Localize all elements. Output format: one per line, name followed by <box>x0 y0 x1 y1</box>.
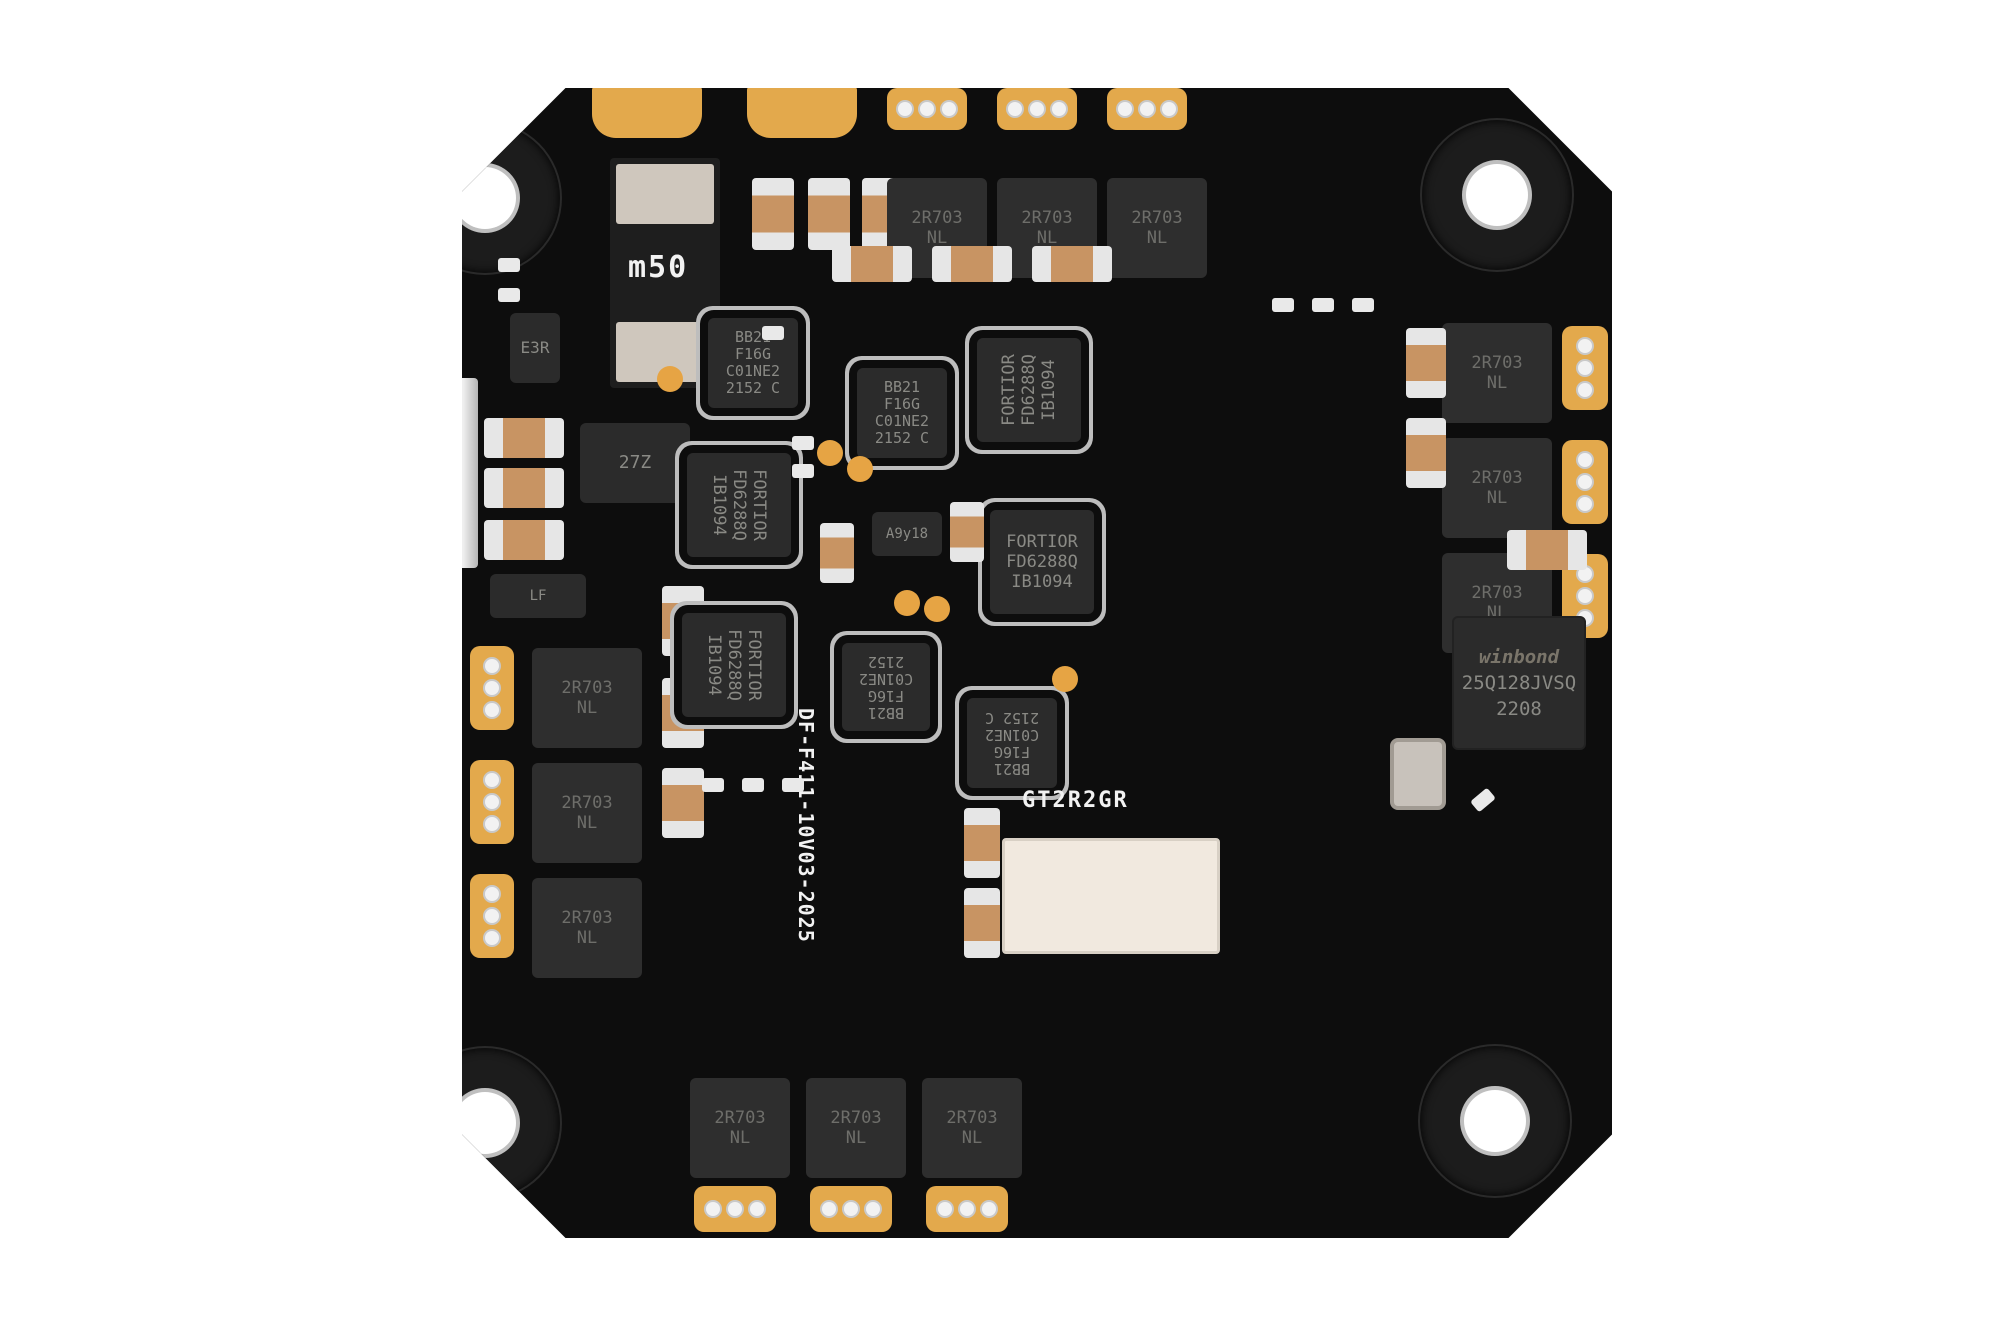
smd-resistor <box>1470 787 1496 813</box>
mounting-hole-top-left <box>462 123 560 273</box>
test-point <box>1052 666 1078 692</box>
smd-resistor <box>1312 298 1334 312</box>
smd-resistor <box>782 778 804 792</box>
capacitor <box>1032 246 1112 282</box>
inductor-label: m50 <box>628 250 689 285</box>
test-point <box>817 440 843 466</box>
current-shunt-inductor: m50 <box>610 158 720 388</box>
motor-pad-bottom-2 <box>810 1186 892 1232</box>
capacitor <box>1406 418 1446 488</box>
sot-regulator: E3R <box>510 313 560 383</box>
smd-resistor <box>498 258 520 272</box>
smd-resistor <box>742 778 764 792</box>
test-point <box>894 590 920 616</box>
test-point <box>657 366 683 392</box>
usb-port <box>462 378 478 568</box>
capacitor <box>832 246 912 282</box>
barometer-sensor <box>1390 738 1446 810</box>
capacitor <box>964 808 1000 878</box>
capacitor <box>820 523 854 583</box>
capacitor <box>964 888 1000 958</box>
motor-pad-right-1 <box>1562 326 1608 410</box>
test-point <box>847 456 873 482</box>
capacitor <box>808 178 850 250</box>
motor-pad-top-3 <box>1107 88 1187 130</box>
capacitor <box>1406 328 1446 398</box>
capacitor <box>484 520 564 560</box>
motor-pad-top-1 <box>887 88 967 130</box>
mounting-hole-bottom-left <box>462 1048 560 1198</box>
smd-resistor <box>498 288 520 302</box>
battery-pad-negative <box>592 88 702 138</box>
jst-connector <box>1002 838 1220 954</box>
smd-resistor <box>702 778 724 792</box>
capacitor <box>484 418 564 458</box>
voltage-regulator: 27Z <box>580 423 690 503</box>
flash-memory-chip: winbond 25Q128JVSQ 2208 <box>1452 616 1586 750</box>
smd-resistor <box>792 464 814 478</box>
mounting-hole-bottom-right <box>1420 1046 1570 1196</box>
connector-label: GT2R2GR <box>1022 788 1129 813</box>
capacitor <box>662 768 704 838</box>
mounting-hole-top-right <box>1422 120 1572 270</box>
capacitor <box>932 246 1012 282</box>
smd-resistor <box>762 326 784 340</box>
smd-resistor <box>792 436 814 450</box>
test-point <box>924 596 950 622</box>
motor-pad-right-2 <box>1562 440 1608 524</box>
battery-pad-positive <box>747 88 857 138</box>
capacitor <box>752 178 794 250</box>
smd-resistor <box>1272 298 1294 312</box>
capacitor <box>484 468 564 508</box>
capacitor <box>1507 530 1587 570</box>
diode: LF <box>490 574 586 618</box>
board-code-label: DF-F411-10V03-2025 <box>794 708 818 943</box>
motor-pad-bottom-3 <box>926 1186 1008 1232</box>
motor-pad-top-2 <box>997 88 1077 130</box>
motor-pad-bottom-1 <box>694 1186 776 1232</box>
smd-resistor <box>1352 298 1374 312</box>
motor-pad-left-3 <box>470 874 514 958</box>
capacitor <box>950 502 984 562</box>
ldo-regulator: A9y18 <box>872 512 942 556</box>
motor-pad-left-1 <box>470 646 514 730</box>
motor-pad-left-2 <box>470 760 514 844</box>
